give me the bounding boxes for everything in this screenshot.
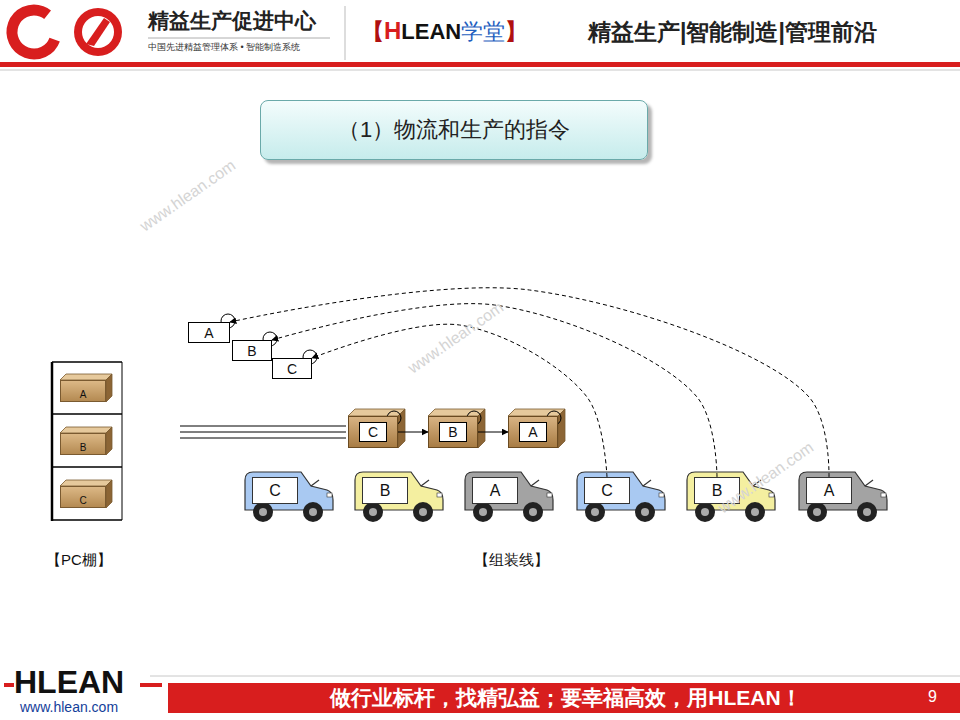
flow-arrow — [398, 432, 428, 433]
node-label: C — [359, 422, 387, 442]
car-window: B — [362, 477, 408, 504]
brand-word: LEAN — [401, 19, 461, 45]
area-label: 【组装线】 — [474, 551, 549, 568]
watermark: www.hlean.com — [405, 298, 507, 377]
kanban-card: C — [272, 358, 312, 379]
footer-graphics — [4, 676, 960, 713]
parts-box: A — [60, 380, 106, 402]
car-body — [245, 472, 333, 522]
parts-box: B — [60, 433, 106, 455]
node-label: A — [80, 389, 87, 400]
footer-logo: HLEAN — [14, 664, 124, 701]
car-body — [355, 472, 443, 522]
brand-letter: H — [384, 17, 401, 45]
car-window: C — [584, 477, 630, 504]
watermark: www.hlean.com — [137, 156, 239, 235]
node-label: C — [269, 482, 281, 500]
instruction-arc — [272, 304, 717, 477]
kanban-card: A — [188, 322, 230, 343]
parts-box: C — [60, 486, 106, 508]
cars — [245, 472, 887, 522]
kanban-card: B — [232, 340, 272, 361]
title-box: （1）物流和生产的指令 — [260, 100, 648, 160]
node-label: C — [79, 495, 86, 506]
page-number: 9 — [928, 688, 937, 706]
org-subtitle: 中国先进精益管理体系 • 智能制造系统 — [148, 42, 300, 52]
instruction-arc — [312, 324, 607, 477]
car-window: C — [252, 477, 298, 504]
node-label: A — [204, 325, 213, 341]
node-label: B — [80, 442, 87, 453]
footer-url: www.hlean.com — [20, 699, 118, 715]
node-label: A — [824, 482, 835, 500]
car-window: A — [806, 477, 852, 504]
kanban-circles — [221, 314, 561, 425]
brand-group: 【HLEAN学堂】 — [362, 17, 527, 47]
pc-shelf — [52, 362, 122, 521]
parts-box: C — [348, 416, 398, 448]
brand-suffix: 学堂 — [461, 17, 505, 47]
instruction-arc — [230, 288, 829, 477]
brand-bracket: 】 — [505, 17, 527, 47]
node-label: C — [287, 361, 297, 377]
brand-bracket: 【 — [362, 17, 384, 47]
node-label: B — [439, 422, 466, 442]
car-body — [577, 472, 665, 522]
feed-lines — [180, 426, 346, 438]
flow-arrow — [478, 432, 508, 433]
car-window: A — [472, 477, 518, 504]
header-graphics — [0, 4, 960, 70]
node-label: B — [247, 343, 256, 359]
area-label: 【PC棚】 — [46, 551, 112, 568]
org-name: 精益生产促进中心 — [148, 9, 316, 33]
node-label: C — [601, 482, 613, 500]
header-slogan: 精益生产|智能制造|管理前沿 — [588, 19, 877, 45]
node-label: A — [519, 422, 546, 442]
node-label: B — [380, 482, 391, 500]
parts-box: B — [428, 416, 478, 448]
car-body — [465, 472, 553, 522]
title-text: （1）物流和生产的指令 — [338, 115, 570, 145]
footer-slogan: 做行业标杆，找精弘益；要幸福高效，用HLEAN！ — [330, 686, 801, 710]
car-body — [799, 472, 887, 522]
parts-box: A — [508, 416, 558, 448]
node-label: A — [490, 482, 501, 500]
